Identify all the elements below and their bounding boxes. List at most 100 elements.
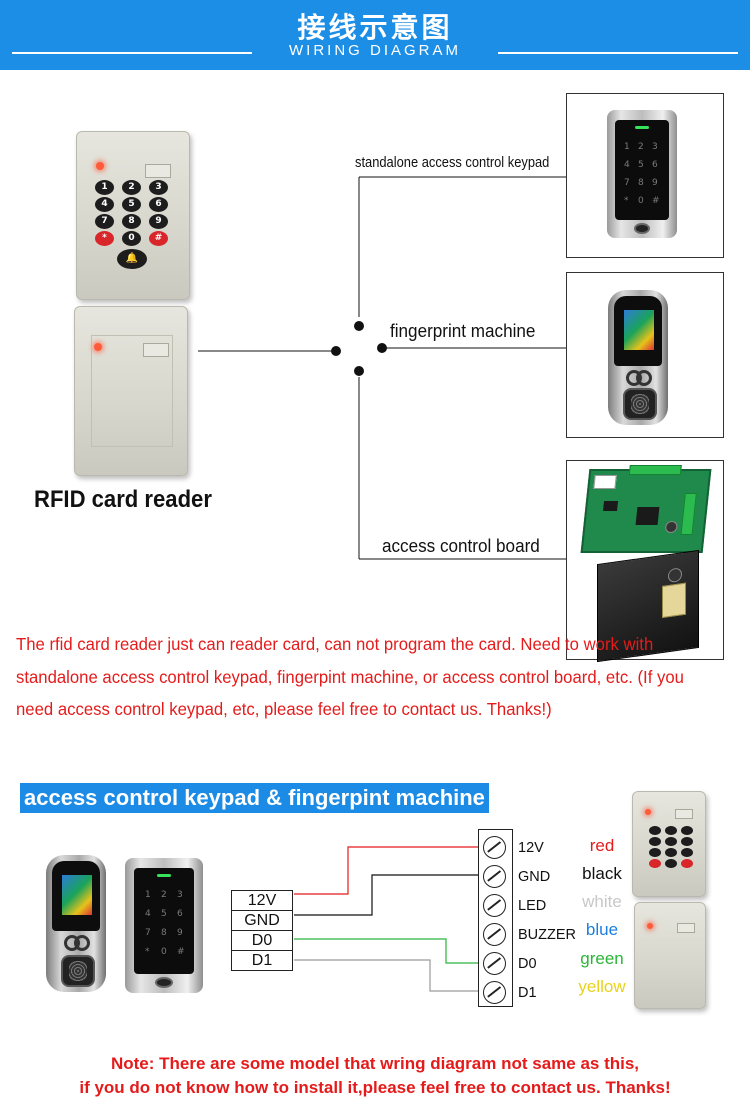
keypad-key: 5: [665, 837, 677, 847]
touch-key-glyph: 2: [638, 142, 644, 152]
card-reader-led: [94, 343, 102, 351]
wiring-lines: [294, 846, 480, 992]
junction-dot-left: [331, 346, 341, 356]
touch-key-glyph: 7: [624, 178, 630, 188]
keypad-key: 8: [665, 848, 677, 858]
keypad-key: 3: [149, 180, 168, 195]
small-card-reader-window: [677, 923, 695, 933]
bell-button-icon: 🔔: [117, 249, 147, 269]
touch-key-glyph: 0: [638, 196, 644, 206]
access-board-pcb: [580, 465, 712, 553]
junction-dot-right: [377, 343, 387, 353]
wire-color-blue: blue: [585, 920, 619, 939]
small-keypad-status-light: [157, 874, 171, 877]
small-reader-window: [675, 809, 693, 819]
connection-lines: [198, 176, 566, 560]
keypad-key: 0: [665, 859, 677, 869]
terminal-label-led: LED: [518, 898, 547, 914]
junction-dot-top: [354, 321, 364, 331]
wire-color-red: red: [589, 836, 615, 855]
keypad-key: 7: [95, 214, 114, 229]
screw-icon: [483, 981, 506, 1004]
card-reader-small-image: [634, 902, 706, 1009]
keypad-key: 2: [665, 826, 677, 836]
header-title-cn: 接线示意图: [297, 11, 453, 44]
pcb-label-sticker: [593, 475, 617, 489]
terminal-label-d1: D1: [518, 985, 537, 1001]
screw-icon: [483, 865, 506, 888]
terminal-label-12v: 12V: [518, 840, 544, 856]
wire-red: [294, 846, 480, 895]
wiring-row-12v: 12V: [231, 890, 293, 910]
header-rule-left: [12, 52, 252, 54]
screw-icon: [483, 894, 506, 917]
fp-screen: [624, 310, 654, 350]
wire-gray: [294, 959, 480, 992]
reader-window: [145, 164, 171, 178]
small-fp-screen-bezel: [52, 861, 100, 931]
keypad-key: 6: [149, 197, 168, 212]
keypad-key: 1: [649, 826, 661, 836]
touch-key-glyph: 6: [652, 160, 658, 170]
card-reader-image: [74, 306, 188, 476]
screw-icon: [483, 952, 506, 975]
board-label: access control board: [382, 536, 540, 556]
touch-key-glyph: 7: [145, 928, 151, 938]
wire-black: [294, 874, 480, 916]
touch-key-glyph: 8: [638, 178, 644, 188]
reader-note: The rfid card reader just can reader car…: [16, 634, 684, 719]
keypad-key: 6: [681, 837, 693, 847]
touch-key-glyph: 5: [638, 160, 644, 170]
pcb-chip-small: [603, 501, 619, 511]
fingerprint-product-frame: [566, 272, 724, 438]
board-product-frame: [566, 460, 724, 663]
fp-sensor-housing: [623, 388, 657, 420]
touch-key-glyph: 2: [161, 890, 167, 900]
card-reader-panel: [91, 335, 173, 447]
card-reader-window: [143, 343, 169, 357]
keypad-key: #: [681, 859, 693, 869]
terminal-label-buzzer: BUZZER: [518, 927, 576, 943]
keypad-label: standalone access control keypad: [355, 154, 550, 171]
screw-icon: [483, 923, 506, 946]
rfid-reader-caption: RFID card reader: [34, 486, 212, 513]
header-title-en: WIRING DIAGRAM: [289, 42, 461, 59]
touch-key-glyph: 3: [177, 890, 183, 900]
touch-key-glyph: 4: [145, 909, 151, 919]
keypad-key: 4: [95, 197, 114, 212]
screw-icon: [483, 836, 506, 859]
pcb-terminal-top: [628, 465, 682, 475]
small-reader-led: [645, 809, 651, 815]
touch-key-glyph: 0: [161, 947, 167, 957]
touch-key-glyph: 1: [624, 142, 630, 152]
keypad-key: 2: [122, 180, 141, 195]
keypad-key: *: [95, 231, 114, 246]
footer-note-line2: if you do not know how to install it,ple…: [79, 1078, 671, 1097]
keypad-key: *: [649, 859, 661, 869]
reader-led: [96, 162, 104, 170]
pcb-terminal-right: [680, 493, 697, 535]
fingerprint-label: fingerprint machine: [390, 321, 536, 341]
fp-screen-bezel: [614, 296, 662, 366]
section-title: access control keypad & fingerpint machi…: [20, 783, 489, 813]
wire-green: [294, 938, 480, 964]
small-keypad-card-sensor: [155, 977, 173, 988]
power-transformer: [662, 582, 686, 619]
pcb-chip: [635, 507, 660, 525]
keypad-key: #: [149, 231, 168, 246]
header-rule-right: [498, 52, 738, 54]
fingerprint-machine-image: [608, 290, 668, 425]
wiring-row-d0: D0: [231, 930, 293, 950]
wire-color-yellow: yellow: [578, 977, 626, 996]
fingerprint-sensor: [631, 394, 649, 414]
terminal-label-gnd: GND: [518, 869, 551, 885]
pcb-capacitor: [664, 521, 678, 533]
terminal-label-d0: D0: [518, 956, 537, 972]
touch-key-glyph: 1: [145, 890, 151, 900]
